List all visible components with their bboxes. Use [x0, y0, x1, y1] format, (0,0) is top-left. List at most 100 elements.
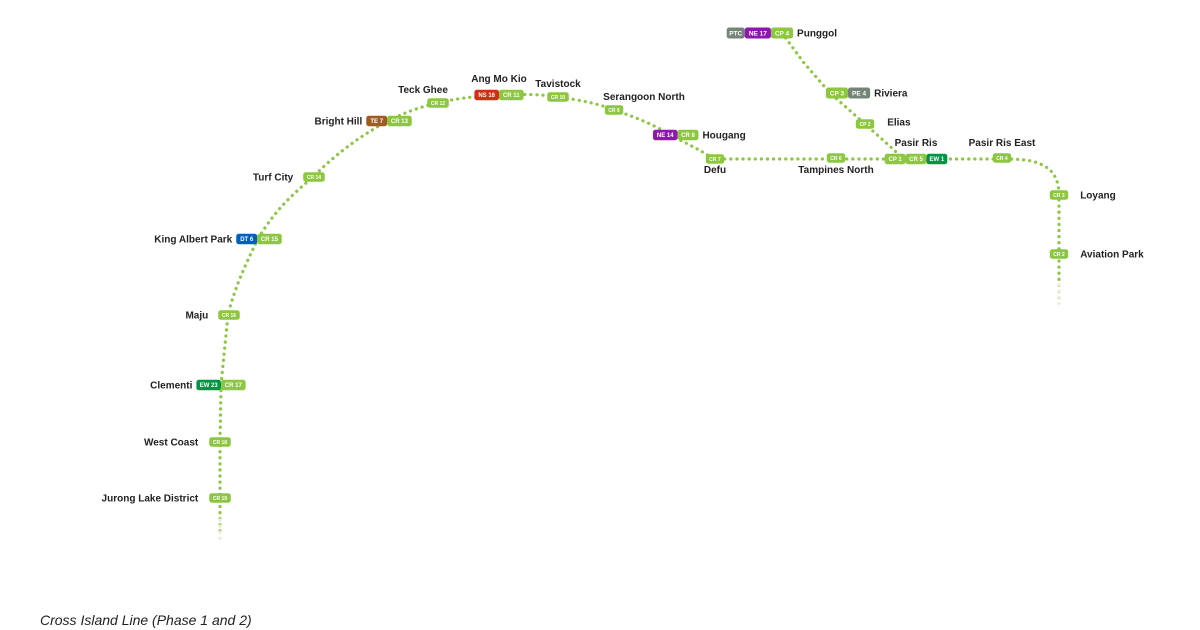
station-jurong-lake-district[interactable]: CR 19 Jurong Lake District	[102, 493, 231, 505]
station-code-label: CR 16	[222, 313, 236, 319]
station-code-label: PE 4	[852, 90, 866, 97]
station-codes: NS 16 CR 11	[474, 89, 524, 101]
station-west-coast[interactable]: CR 18 West Coast	[144, 437, 231, 449]
station-codes: EW 23 CR 17	[196, 379, 246, 391]
station-code-label: NS 16	[478, 93, 495, 99]
station-code-label: CR 17	[225, 383, 243, 389]
station-name: Turf City	[253, 173, 294, 184]
station-serangoon-north[interactable]: CR 9 Serangoon North	[603, 92, 685, 115]
station-code-label: CR 13	[391, 119, 409, 125]
station-name: Defu	[704, 165, 726, 176]
station-riviera[interactable]: CP 3 PE 4 Riviera	[825, 87, 908, 100]
station-code-label: CR 12	[431, 101, 445, 107]
station-name: Riviera	[874, 89, 908, 100]
station-tampines-north[interactable]: CR 6 Tampines North	[798, 153, 874, 176]
station-maju[interactable]: CR 16 Maju	[185, 310, 240, 322]
station-name: Ang Mo Kio	[471, 74, 527, 85]
station-name: Bright Hill	[314, 117, 362, 128]
station-hougang[interactable]: NE 14 CR 8 Hougang	[652, 129, 746, 142]
code-badge-ne	[652, 129, 678, 141]
code-badge-cr	[905, 153, 927, 165]
code-badge-cr	[257, 233, 282, 245]
station-code-label: NE 14	[657, 133, 674, 139]
code-badge-cr	[1049, 249, 1069, 259]
station-defu[interactable]: CR 7 Defu	[704, 154, 726, 176]
code-badge-cr	[705, 154, 725, 164]
code-badge-ew	[926, 153, 948, 165]
station-name: Pasir Ris	[895, 138, 938, 149]
station-code-label: CR 15	[261, 237, 279, 243]
code-badge-cr	[427, 98, 449, 108]
station-name: Aviation Park	[1080, 250, 1144, 261]
code-badge-ne	[744, 27, 771, 39]
station-name: Jurong Lake District	[102, 494, 199, 505]
station-code-label: EW 1	[930, 157, 945, 163]
station-codes: CP 1 CR 5 EW 1	[884, 153, 948, 165]
code-badge-cr	[499, 89, 524, 101]
station-code-label: EW 23	[200, 383, 219, 389]
station-code-label: CP 3	[830, 90, 845, 97]
station-code-label: CR 14	[307, 175, 321, 181]
code-badge-ew	[196, 379, 221, 391]
station-name: Elias	[887, 118, 911, 129]
code-badge-cp	[855, 119, 875, 129]
station-codes: CR 19	[209, 493, 231, 503]
station-codes: CR 12	[427, 98, 449, 108]
station-codes: CP 2	[855, 119, 875, 129]
station-code-label: CR 6	[830, 156, 842, 162]
station-code-label: CP 1	[889, 157, 903, 163]
station-code-label: CR 11	[503, 93, 520, 99]
code-badge-cr	[209, 493, 231, 503]
station-codes: CR 2	[1049, 249, 1069, 259]
station-tavistock[interactable]: CR 10 Tavistock	[535, 79, 581, 102]
station-aviation-park[interactable]: CR 2 Aviation Park	[1049, 249, 1144, 261]
code-badge-cr	[209, 437, 231, 447]
station-code-label: CR 3	[1053, 193, 1065, 199]
station-code-label: CR 19	[213, 496, 227, 502]
code-badge-cp	[884, 153, 906, 165]
station-code-label: PTC	[729, 30, 742, 37]
station-code-label: TE 7	[370, 119, 383, 125]
station-name: Tavistock	[535, 79, 581, 90]
station-codes: CR 10	[547, 92, 569, 102]
station-name: Hougang	[702, 131, 745, 142]
station-code-label: CR 8	[681, 133, 695, 139]
station-code-label: CR 2	[1053, 252, 1065, 258]
code-badge-cr	[604, 105, 624, 115]
map-caption: Cross Island Line (Phase 1 and 2)	[40, 612, 252, 628]
station-name: Punggol	[797, 29, 837, 40]
station-name: Teck Ghee	[398, 85, 448, 96]
code-badge-cp	[770, 27, 794, 39]
code-badge-cr	[221, 379, 246, 391]
station-codes: TE 7 CR 13	[366, 115, 412, 127]
station-pasir-ris-east[interactable]: CR 4 Pasir Ris East	[969, 138, 1036, 163]
station-pasir-ris[interactable]: CP 1 CR 5 EW 1 Pasir Ris	[884, 138, 948, 165]
track-main	[218, 92, 1061, 533]
station-loyang[interactable]: CR 3 Loyang	[1049, 190, 1116, 202]
station-teck-ghee[interactable]: CR 12 Teck Ghee	[398, 85, 449, 108]
station-ang-mo-kio[interactable]: NS 16 CR 11 Ang Mo Kio	[471, 74, 527, 101]
station-code-label: NE 17	[749, 30, 767, 37]
station-code-label: CR 18	[213, 440, 227, 446]
station-codes: CR 18	[209, 437, 231, 447]
station-name: Loyang	[1080, 191, 1116, 202]
station-name: Pasir Ris East	[969, 138, 1036, 149]
station-codes: CR 7	[705, 154, 725, 164]
code-badge-cr	[992, 153, 1012, 163]
station-name: King Albert Park	[154, 235, 232, 246]
station-code-label: CR 5	[909, 157, 923, 163]
station-turf-city[interactable]: CR 14 Turf City	[253, 172, 325, 184]
code-badge-pe	[848, 87, 871, 99]
station-bright-hill[interactable]: TE 7 CR 13 Bright Hill	[314, 115, 412, 128]
code-badge-ns	[474, 89, 499, 101]
code-badge-ptc	[726, 27, 745, 39]
station-elias[interactable]: CP 2 Elias	[855, 118, 911, 129]
code-badge-cp	[825, 87, 848, 99]
station-name: Serangoon North	[603, 92, 685, 103]
station-codes: CR 16	[218, 310, 240, 320]
station-code-label: CP 2	[859, 122, 870, 128]
